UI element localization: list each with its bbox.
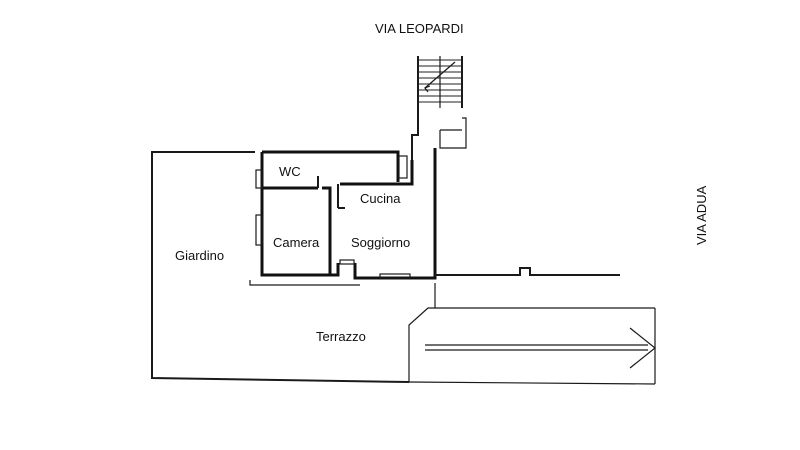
house-walls	[255, 148, 620, 280]
room-label-soggiorno: Soggiorno	[351, 235, 410, 250]
area-label-terrazzo: Terrazzo	[316, 329, 366, 344]
staircase	[411, 56, 467, 160]
garden-boundary	[151, 151, 656, 385]
room-label-cucina: Cucina	[360, 191, 401, 206]
street-label-north: VIA LEOPARDI	[375, 21, 464, 36]
street-label-east: VIA ADUA	[694, 185, 709, 245]
room-label-camera: Camera	[273, 235, 320, 250]
area-label-giardino: Giardino	[175, 248, 224, 263]
room-label-wc: WC	[279, 164, 301, 179]
driveway-arrow	[425, 327, 656, 369]
